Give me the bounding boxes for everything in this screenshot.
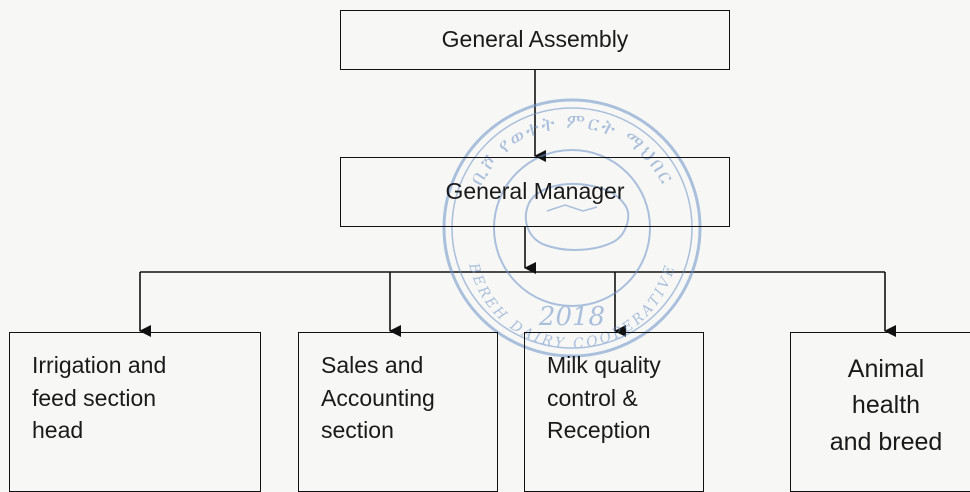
sales-accounting-label: Sales and Accounting section [321,352,435,444]
general-manager-box: General Manager [340,157,730,227]
milk-quality-box: Milk quality control & Reception [524,332,704,492]
general-manager-label: General Manager [445,178,625,205]
org-chart: ቢሾ የወተት ምርት ማህበር BEREH DAIRY COOPERATIVE… [9,10,970,492]
irrigation-feed-label: Irrigation and feed section head [32,352,167,444]
general-assembly-box: General Assembly [340,10,730,70]
animal-health-box: Animal health and breed [790,332,970,492]
animal-health-label: Animal health and breed [829,355,943,456]
general-assembly-label: General Assembly [441,26,629,53]
sales-accounting-box: Sales and Accounting section [298,332,498,492]
irrigation-feed-box: Irrigation and feed section head [9,332,261,492]
milk-quality-label: Milk quality control & Reception [547,352,661,444]
